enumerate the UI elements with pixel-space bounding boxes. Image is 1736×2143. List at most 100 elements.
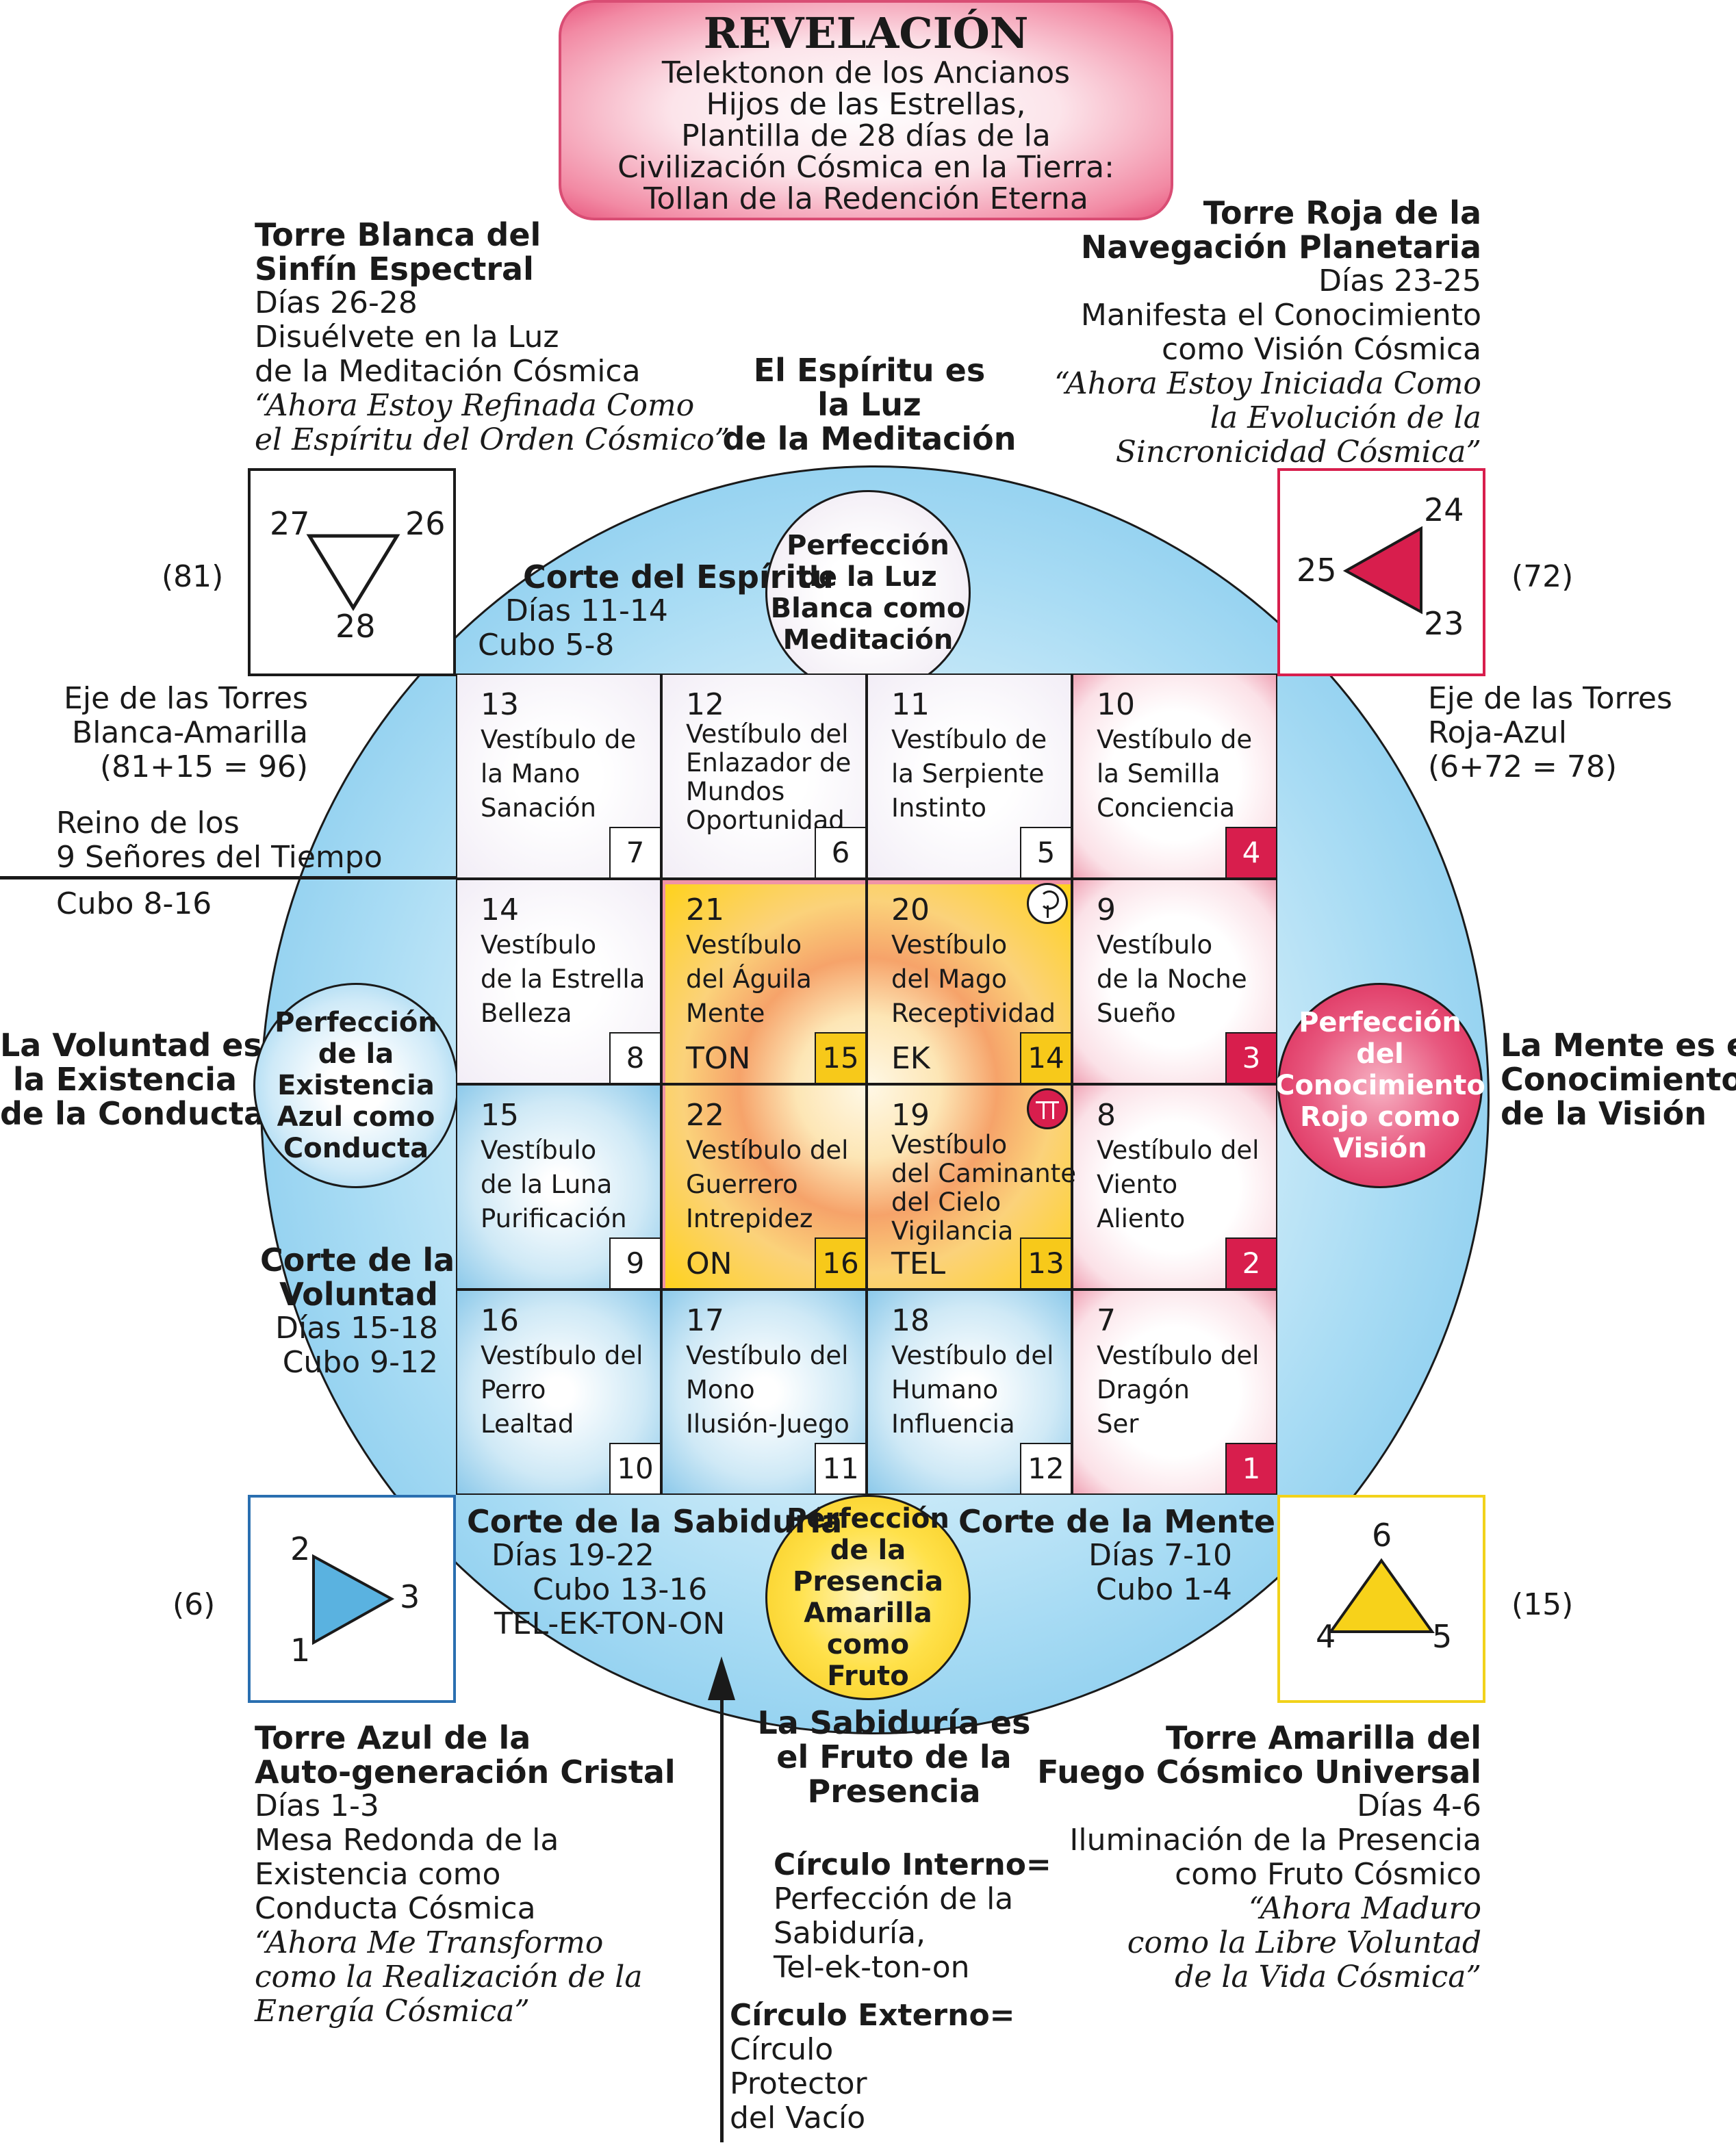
outer-circle-note: Círculo Externo= Círculo Protector del V…: [730, 1999, 1015, 2135]
court-cube: Cubo 9-12: [282, 1345, 438, 1380]
tower-quote: Energía Cósmica”: [255, 1994, 530, 2029]
title-line: Tollan de la Redención Eterna: [643, 181, 1088, 216]
mago-spiral-icon: [1027, 883, 1068, 924]
outer-circle-line: Círculo: [730, 2032, 834, 2067]
vestibule-label-line: Viento: [1097, 1170, 1178, 1199]
tower-line: como Visión Cósmica: [1162, 332, 1481, 367]
axis-label: Eje de las Torres: [64, 681, 308, 716]
kin-number-box: 1: [1225, 1443, 1276, 1493]
perfection-line: Conocimiento: [1275, 1070, 1485, 1101]
court-days: Días 19-22: [492, 1538, 654, 1573]
reino-label: Reino de los: [56, 806, 240, 840]
tower-line: Conducta Cósmica: [255, 1891, 536, 1926]
kin-number-box: 15: [815, 1032, 865, 1083]
kin-number-box: 7: [609, 827, 660, 877]
inner-circle-note: Círculo Interno= Perfección de la Sabidu…: [774, 1848, 1051, 1985]
court-voluntad: Corte de la Voluntad Días 15-18 Cubo 9-1…: [260, 1243, 455, 1380]
white-tower-text: Torre Blanca del Sinfín Espectral Días 2…: [255, 218, 730, 457]
reino-cube: Cubo 8-16: [56, 886, 212, 921]
perfection-left-circle: Perfección de la Existencia Azul como Co…: [253, 983, 459, 1188]
vestibule-number: 10: [1097, 687, 1135, 722]
tower-title: Torre Azul de la: [255, 1719, 531, 1756]
vestibule-label-line: Vestíbulo: [891, 930, 1008, 960]
outer-circle-line: del Vacío: [730, 2101, 866, 2135]
tower-quote: de la Vida Cósmica”: [1175, 1960, 1481, 1994]
vestibule-label-line: Instinto: [891, 793, 987, 823]
perfection-line: Existencia: [277, 1070, 435, 1101]
perfection-line: Rojo como: [1300, 1101, 1460, 1133]
tower-line: como Fruto Cósmico: [1175, 1857, 1481, 1892]
vestibule-label-line: Sanación: [481, 793, 596, 823]
kin-number-box: 10: [609, 1443, 660, 1493]
vestibule-label-line: Humano: [891, 1375, 999, 1404]
tower-number: 23: [1424, 605, 1464, 642]
kin-number-box: 4: [1225, 827, 1276, 877]
tower-line: de la Meditación Cósmica: [255, 354, 641, 389]
vestibule-label-line: Vestíbulo del: [686, 1135, 849, 1165]
perfection-line: Presencia: [793, 1566, 943, 1597]
vestibule-number: 12: [686, 687, 724, 722]
tower-title: Fuego Cósmico Universal: [1037, 1754, 1481, 1791]
vestibule-number: 14: [481, 893, 519, 927]
center-glow: [659, 877, 1077, 1296]
kin-number-box: 2: [1225, 1237, 1276, 1288]
outer-circle-line: Protector: [730, 2066, 867, 2101]
vestibule-number: 18: [891, 1303, 930, 1338]
vestibule-label-line: Vestíbulo del: [481, 1341, 643, 1370]
red-tower-text: Torre Roja de la Navegación Planetaria D…: [1002, 196, 1481, 470]
perfection-line: de la: [830, 1535, 906, 1566]
axis-label: Roja-Azul: [1428, 715, 1567, 750]
axis-right: Eje de las Torres Roja-Azul (6+72 = 78): [1428, 682, 1672, 784]
tower-quote: como la Realización de la: [255, 1960, 643, 1994]
vestibule-label-line: de la Noche: [1097, 964, 1247, 994]
title-line: Telektonon de los Ancianos: [661, 55, 1071, 90]
axis-label: (81+15 = 96): [99, 749, 308, 784]
vestibule-label-line: Vestíbulo del: [686, 1341, 849, 1370]
kin-number-box: 13: [1020, 1237, 1071, 1288]
tower-number: 25: [1297, 552, 1337, 589]
red-tower-box: 24 25 23: [1277, 468, 1485, 676]
tower-value: (15): [1511, 1587, 1574, 1622]
vestibule-label-line: de la Luna: [481, 1170, 613, 1199]
perfection-line: Perfección: [1299, 1007, 1461, 1038]
tower-number: 4: [1316, 1618, 1336, 1655]
vestibule-label-line: la Semilla: [1097, 759, 1221, 788]
vestibule-label-line: del Águila: [686, 964, 812, 994]
vestibule-label-line: Perro: [481, 1375, 546, 1404]
tower-value: (6): [173, 1587, 216, 1622]
vestibule-label-line: la Serpiente: [891, 759, 1045, 788]
tower-quote: el Espíritu del Orden Cósmico”: [255, 422, 730, 457]
kin-number-box: 11: [815, 1443, 865, 1493]
tower-value: (72): [1511, 559, 1574, 594]
title-banner: REVELACIÓN Telektonon de los Ancianos Hi…: [559, 0, 1173, 220]
statement-line: el Fruto de la: [776, 1738, 1012, 1775]
tower-days: Días 23-25: [1318, 264, 1481, 298]
vestibule-number: 8: [1097, 1098, 1116, 1133]
vestibule-label-line: Conciencia: [1097, 793, 1236, 823]
tower-title: Sinfín Espectral: [255, 251, 534, 287]
tower-line: Manifesta el Conocimiento: [1080, 298, 1481, 333]
statement-line: El Espíritu es: [753, 352, 986, 389]
vestibule-label-line: Vestíbulo de: [891, 725, 1047, 754]
vestibule-label-line: del Mago: [891, 964, 1008, 994]
statement-bottom: La Sabiduría es el Fruto de la Presencia: [730, 1706, 1058, 1808]
white-tower-box: 27 26 28: [248, 468, 456, 676]
kin-number-box: 12: [1020, 1443, 1071, 1493]
vestibule-number: 11: [891, 687, 930, 722]
kin-number-box: 6: [815, 827, 865, 877]
vestibule-label-line: Vestíbulo: [481, 1135, 597, 1165]
vestibule-label-line: Vigilancia: [891, 1216, 1014, 1246]
vestibule-label-line: Vestíbulo de: [481, 725, 637, 754]
tower-number: 2: [290, 1530, 311, 1567]
vestibule-label-line: Ilusión-Juego: [686, 1409, 850, 1439]
